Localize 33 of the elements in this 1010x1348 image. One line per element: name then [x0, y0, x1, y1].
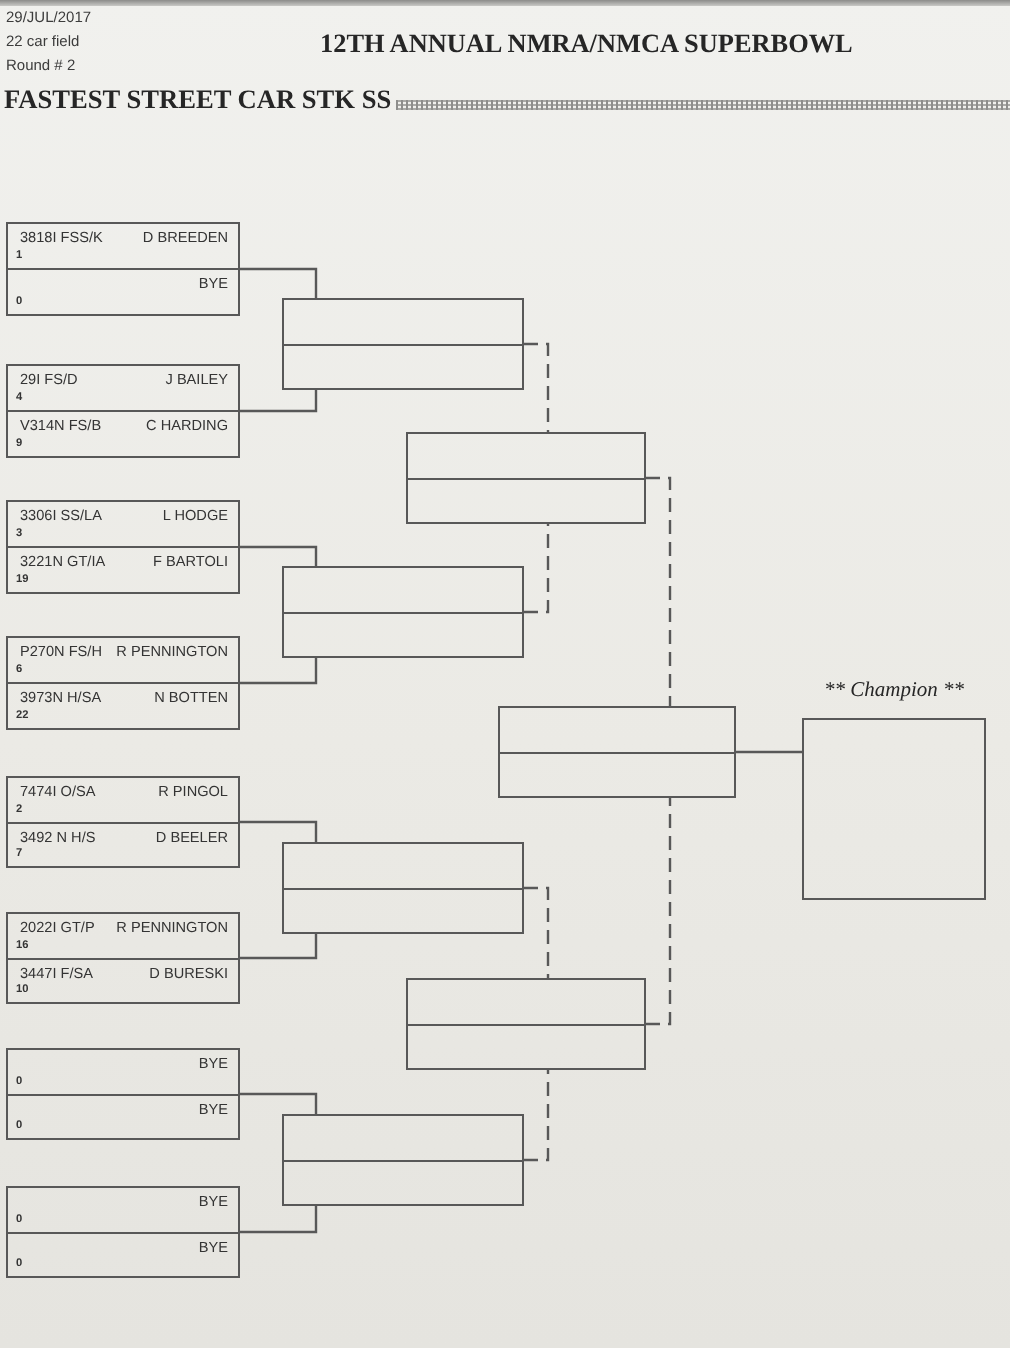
- bracket-line: [240, 390, 318, 413]
- bracket-line: [646, 476, 672, 706]
- bracket-line: [524, 886, 550, 978]
- match-box: [6, 222, 240, 316]
- bracket-line: [736, 750, 802, 754]
- match-box: [6, 364, 240, 458]
- match-box: [6, 912, 240, 1004]
- bracket-line: [240, 1092, 318, 1114]
- match-box: [6, 1186, 240, 1278]
- match-box: [282, 566, 524, 658]
- match-box: [282, 842, 524, 934]
- event-title: 12TH ANNUAL NMRA/NMCA SUPERBOWL: [320, 28, 853, 60]
- bracket-line: [646, 798, 672, 1026]
- bracket-line: [240, 658, 318, 685]
- match-box: [6, 500, 240, 594]
- match-box: [6, 1048, 240, 1140]
- class-heading: FASTEST STREET CAR STK SS: [4, 84, 392, 116]
- bracket-line: [240, 820, 318, 842]
- bracket-line: [240, 545, 318, 566]
- match-box: [6, 636, 240, 730]
- match-box: [406, 432, 646, 524]
- match-box: [498, 706, 736, 798]
- match-box: [6, 776, 240, 868]
- bracket-line: [524, 342, 550, 432]
- bracket-line: [524, 524, 550, 614]
- match-box: [282, 298, 524, 390]
- bracket-line: [240, 934, 318, 960]
- bracket-line: [240, 267, 318, 298]
- bracket-line: [524, 1070, 550, 1162]
- box-heading: ** Champion **: [823, 680, 964, 704]
- match-box: [282, 1114, 524, 1206]
- match-box: [406, 978, 646, 1070]
- bracket-line: [240, 1206, 318, 1234]
